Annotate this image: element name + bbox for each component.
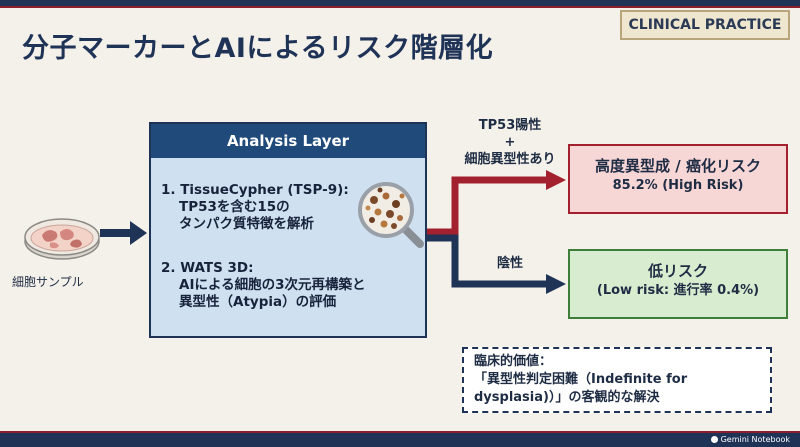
low-risk-arrowhead — [546, 274, 566, 294]
input-arrow-icon — [100, 221, 147, 245]
positive-condition-label: TP53陽性 + 細胞異型性あり — [464, 118, 556, 167]
sample-label: 細胞サンプル — [12, 275, 84, 289]
petri-dish-icon — [24, 218, 100, 260]
high-risk-path — [427, 176, 548, 236]
section-badge: CLINICAL PRACTICE — [620, 10, 790, 40]
low-risk-title: 低リスク — [647, 262, 708, 280]
high-risk-detail: 85.2% (High Risk) — [612, 178, 744, 193]
page-title: 分子マーカーとAIによるリスク階層化 — [22, 33, 494, 64]
low-risk-box: 低リスク (Low risk: 進行率 0.4%) — [568, 249, 788, 319]
top-accent-line — [0, 6, 800, 8]
brand-logo-icon — [710, 436, 718, 443]
high-risk-box: 高度異型成 / 癌化リスク 85.2% (High Risk) — [568, 144, 788, 214]
analysis-item-tissuecypher: 1. TissueCypher (TSP-9): TP53を含む15の タンパク… — [161, 182, 349, 232]
clinical-value-box: 臨床的価値： 「異型性判定困難（Indefinite for dysplasia… — [462, 347, 772, 413]
analysis-heading: Analysis Layer — [151, 124, 425, 158]
bottom-accent-line — [0, 431, 800, 433]
clinical-value-heading: 臨床的価値： — [474, 354, 553, 369]
bottom-bar — [0, 433, 800, 447]
low-risk-detail: (Low risk: 進行率 0.4%) — [596, 283, 760, 298]
negative-condition-label: 陰性 — [496, 256, 523, 271]
magnifier-icon — [358, 182, 424, 248]
analysis-panel: Analysis Layer 1. TissueCypher (TSP-9): … — [149, 122, 427, 338]
brand-footer: Gemini Notebook — [710, 433, 790, 447]
high-risk-title: 高度異型成 / 癌化リスク — [595, 157, 761, 175]
low-risk-path — [427, 234, 548, 288]
analysis-item-wats3d: 2. WATS 3D: AIによる細胞の3次元再構築と 異型性（Atypia）の… — [161, 260, 366, 310]
top-bar — [0, 0, 800, 6]
high-risk-arrowhead — [546, 170, 566, 190]
